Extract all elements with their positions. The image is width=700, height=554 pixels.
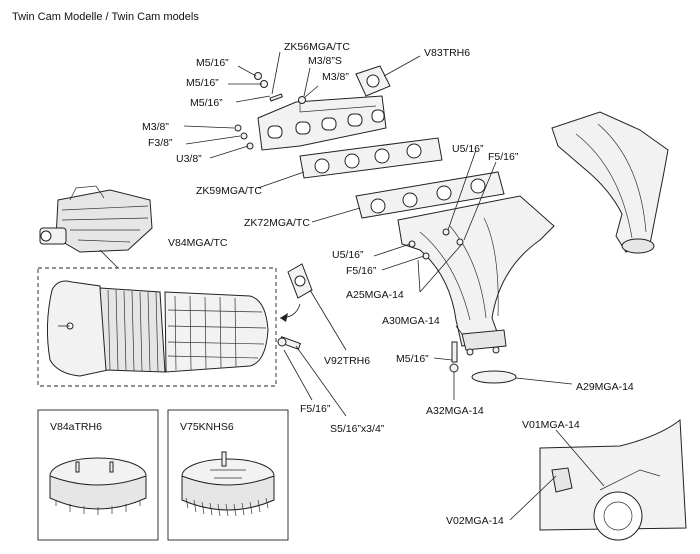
label-m516-b: M5/16” bbox=[186, 77, 219, 89]
gasket-zk72 bbox=[355, 171, 505, 219]
label-zk56: ZK56MGA/TC bbox=[284, 41, 350, 53]
inset-v75 bbox=[167, 409, 289, 541]
label-m38-top: M3/8” bbox=[322, 71, 349, 83]
label-a30: A30MGA-14 bbox=[382, 315, 440, 327]
label-inset-v75: V75KNHS6 bbox=[180, 421, 234, 433]
label-f38: F3/8” bbox=[148, 137, 173, 149]
label-m516-c: M5/16” bbox=[190, 97, 223, 109]
label-u516-mid: U5/16” bbox=[332, 249, 364, 261]
exhaust-manifold-alt bbox=[551, 111, 669, 254]
flange-v83 bbox=[355, 65, 391, 97]
label-f516-mid: F5/16” bbox=[346, 265, 377, 277]
label-u516-top: U5/16” bbox=[452, 143, 484, 155]
label-m516-a: M5/16” bbox=[196, 57, 229, 69]
inlet-manifold-upper bbox=[257, 95, 387, 151]
label-f516-low: F5/16” bbox=[300, 403, 331, 415]
label-s516: S5/16”x3/4” bbox=[330, 423, 385, 435]
label-f516-top: F5/16” bbox=[488, 151, 519, 163]
label-v83: V83TRH6 bbox=[424, 47, 470, 59]
label-a29: A29MGA-14 bbox=[576, 381, 634, 393]
fasteners-top bbox=[234, 72, 306, 150]
leader-lines bbox=[183, 51, 605, 521]
flange-v92 bbox=[279, 263, 313, 322]
exhaust-manifold bbox=[397, 195, 555, 356]
label-u38: U3/8” bbox=[176, 153, 202, 165]
label-v02: V02MGA-14 bbox=[446, 515, 504, 527]
air-filter-assembly bbox=[37, 267, 277, 387]
label-m38-left: M3/8” bbox=[142, 121, 169, 133]
label-m38s: M3/8”S bbox=[308, 55, 342, 67]
gasket-zk59 bbox=[299, 137, 443, 179]
car-thumbnail bbox=[539, 419, 687, 541]
label-a25: A25MGA-14 bbox=[346, 289, 404, 301]
label-v84: V84MGA/TC bbox=[168, 237, 228, 249]
inset-v84a bbox=[37, 409, 159, 541]
label-m516-low: M5/16” bbox=[396, 353, 429, 365]
fasteners-lower bbox=[408, 228, 464, 373]
bolt-s516 bbox=[277, 336, 302, 350]
label-inset-v84a: V84aTRH6 bbox=[50, 421, 102, 433]
label-v92: V92TRH6 bbox=[324, 355, 370, 367]
label-v01: V01MGA-14 bbox=[522, 419, 580, 431]
label-a32: A32MGA-14 bbox=[426, 405, 484, 417]
engine-thumbnail bbox=[39, 185, 153, 269]
page-title: Twin Cam Modelle / Twin Cam models bbox=[12, 11, 199, 23]
label-zk72: ZK72MGA/TC bbox=[244, 217, 310, 229]
label-zk59: ZK59MGA/TC bbox=[196, 185, 262, 197]
gasket-ring-a29 bbox=[471, 370, 517, 384]
